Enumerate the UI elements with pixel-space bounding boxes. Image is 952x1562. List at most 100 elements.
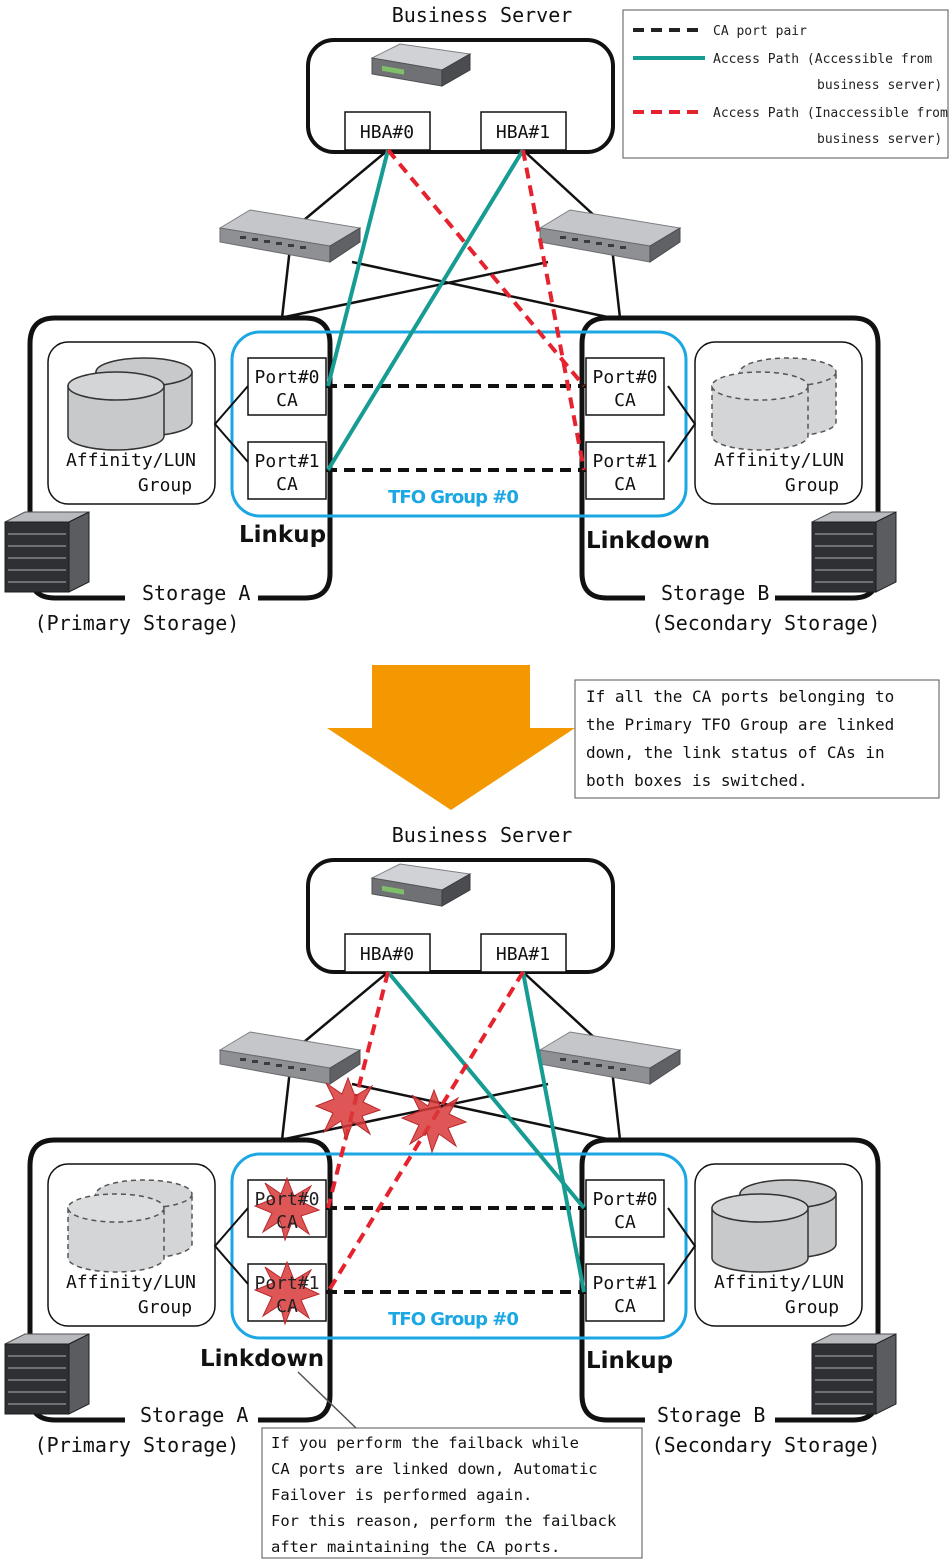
hba1-box-2 [480, 933, 567, 973]
storage-a-name-2: Storage A [140, 1403, 248, 1427]
b-port0-label-2: Port#0 [592, 1189, 657, 1210]
b-port0-label: Port#0 [592, 367, 657, 388]
a-port0-label-2: Port#0 [254, 1189, 319, 1210]
storage-b-status-2: Linkup [586, 1348, 673, 1374]
b-port0-ca: CA [614, 390, 636, 411]
storage-b-name: Storage B [661, 581, 769, 605]
legend-accessible-label-2: business server) [817, 78, 942, 93]
server-title-2: Business Server [392, 823, 573, 847]
a-port0-ca: CA [276, 390, 298, 411]
storage-a-icon-2 [4, 1333, 90, 1415]
hba1-label: HBA#1 [496, 122, 550, 143]
failback-note-line-5: after maintaining the CA ports. [271, 1538, 560, 1556]
storage-b-status: Linkdown [586, 528, 710, 554]
access-path-accessible-0 [326, 149, 390, 387]
fc-switch-left-icon-2 [219, 1031, 361, 1085]
access-path-accessible-1 [326, 148, 525, 472]
affinity-a-group-label-2: Group [138, 1297, 192, 1318]
storage-a-icon [4, 511, 90, 593]
b-port0-ca-2: CA [614, 1212, 636, 1233]
storage-b-role: (Secondary Storage) [652, 611, 881, 635]
affinity-b-group-label-2: Group [785, 1297, 839, 1318]
b-port1-label: Port#1 [592, 451, 657, 472]
affinity-b-label-2: Affinity/LUN [714, 1272, 844, 1293]
server-icon [371, 43, 471, 87]
legend-inaccessible-label: Access Path (Inaccessible from [713, 106, 948, 121]
business-server-box-2 [306, 858, 615, 974]
hba0-box-2 [344, 933, 431, 973]
storage-b-port1-2 [585, 1263, 665, 1322]
storage-b-icon [811, 511, 897, 593]
access-path-inaccessible-1 [521, 149, 586, 471]
b-port1-ca: CA [614, 474, 636, 495]
fc-switch-left-icon [219, 209, 361, 263]
affinity-a-label: Affinity/LUN [66, 450, 196, 471]
a-port1-label: Port#1 [254, 451, 319, 472]
tfo-group-label-2: TFO Group #0 [388, 1309, 518, 1330]
tfo-group-box [230, 330, 688, 518]
link-failure-icon-2 [401, 1089, 467, 1153]
failback-note-line-4: For this reason, perform the failback [271, 1512, 617, 1530]
storage-a-role: (Primary Storage) [35, 611, 240, 635]
hba0-box [344, 111, 431, 151]
storage-a-role-2: (Primary Storage) [35, 1433, 240, 1457]
storage-b-icon-2 [811, 1333, 897, 1415]
a-port1-ca-2: CA [276, 1296, 298, 1317]
storage-b-name-2: Storage B [657, 1403, 765, 1427]
server-title: Business Server [392, 3, 573, 27]
hba1-label-2: HBA#1 [496, 944, 550, 965]
failover-arrow [327, 665, 575, 810]
access-path-inaccessible-0-2 [326, 971, 390, 1209]
b-port1-ca-2: CA [614, 1296, 636, 1317]
b-port1-label-2: Port#1 [592, 1273, 657, 1294]
storage-b-port0-2 [585, 1179, 665, 1238]
failback-note-pointer [297, 1371, 357, 1429]
legend-accessible-label: Access Path (Accessible from [713, 52, 932, 67]
tfo-group-label: TFO Group #0 [388, 487, 518, 508]
legend-box [622, 9, 949, 159]
affinity-b-group-label: Group [785, 475, 839, 496]
a-port0-ca-2: CA [276, 1212, 298, 1233]
storage-a-port1 [247, 441, 327, 500]
affinity-a-group-label: Group [138, 475, 192, 496]
business-server-box [306, 38, 615, 154]
failback-note-line-2: CA ports are linked down, Automatic [271, 1460, 598, 1478]
switch-note-box [574, 679, 940, 799]
a-port1-ca: CA [276, 474, 298, 495]
legend-ca-pair-label: CA port pair [713, 24, 807, 39]
affinity-a-label-2: Affinity/LUN [66, 1272, 196, 1293]
affinity-connectors-2 [213, 1207, 697, 1285]
storage-b-port0 [585, 357, 665, 416]
fc-switch-right-icon-2 [539, 1031, 681, 1085]
a-port0-label: Port#0 [254, 367, 319, 388]
storage-a-status-2: Linkdown [200, 1346, 324, 1372]
affinity-b-label: Affinity/LUN [714, 450, 844, 471]
failback-note-line-1: If you perform the failback while [271, 1434, 579, 1452]
failback-note-box [261, 1427, 643, 1559]
diagram-after-failover: Business Server HBA#0 HBA#1 TFO Group #0… [4, 823, 897, 1457]
switch-note-line-1: If all the CA ports belonging to [586, 687, 894, 706]
failback-note-line-3: Failover is performed again. [271, 1486, 532, 1504]
storage-a-name: Storage A [142, 581, 250, 605]
access-path-accessible-1-2 [521, 971, 586, 1293]
storage-b-role-2: (Secondary Storage) [652, 1433, 881, 1457]
failback-note: If you perform the failback while CA por… [261, 1371, 643, 1559]
legend-inaccessible-label-2: business server) [817, 132, 942, 147]
switch-note-line-2: the Primary TFO Group are linked [586, 715, 894, 734]
server-icon-2 [371, 863, 471, 907]
a-port1-label-2: Port#1 [254, 1273, 319, 1294]
link-failure-icon-1 [315, 1077, 381, 1141]
access-path-inaccessible-0 [386, 148, 586, 388]
storage-a-status: Linkup [239, 522, 326, 548]
hba1-box [480, 111, 567, 151]
hba0-label-2: HBA#0 [360, 944, 414, 965]
affinity-connectors [213, 385, 697, 463]
fc-switch-right-icon [539, 209, 681, 263]
switch-note-line-4: both boxes is switched. [586, 771, 808, 790]
legend: CA port pair Access Path (Accessible fro… [622, 9, 949, 159]
tfo-group-box-2 [230, 1152, 688, 1340]
switch-note-line-3: down, the link status of CAs in [586, 743, 885, 762]
diagram-before-failover: Business Server HBA#0 HBA#1 TFO Group #0… [4, 3, 897, 635]
switch-note: If all the CA ports belonging to the Pri… [574, 679, 940, 799]
